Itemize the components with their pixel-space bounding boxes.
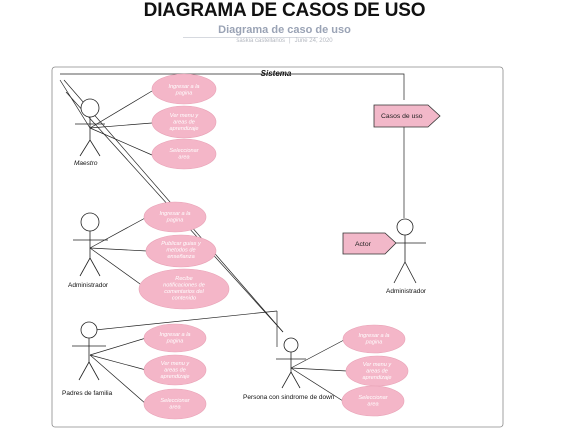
page-title: DIAGRAMA DE CASOS DE USO	[143, 0, 426, 21]
post-meta: saskia castellanos|June 24, 2020	[236, 38, 333, 44]
post-subtitle[interactable]: Diagrama de caso de uso	[218, 24, 351, 36]
legend-tag-actor-label: Actor	[355, 241, 372, 248]
actor-maestro[interactable]: Maestro	[74, 98, 105, 167]
legend-actor-label: Administrador	[386, 288, 427, 295]
actor-label-administrador: Administrador	[68, 282, 109, 289]
post-author[interactable]: saskia castellanos	[236, 38, 286, 44]
actor-label-padres: Padres de familia	[62, 390, 113, 397]
post-date: June 24, 2020	[294, 38, 333, 44]
actor-administrador[interactable]: Administrador	[68, 212, 109, 289]
legend-tag-use-case-label: Casos de uso	[381, 113, 423, 120]
legend-tag-actor[interactable]: Actor	[342, 232, 397, 255]
system-label: Sistema	[261, 69, 292, 78]
legend-tag-use-case[interactable]: Casos de uso	[373, 104, 441, 128]
subtitle-divider	[183, 37, 318, 38]
actor-label-maestro: Maestro	[74, 160, 98, 167]
actor-padres-de-familia[interactable]: Padres de familia	[62, 321, 113, 397]
system-boundary	[51, 66, 504, 428]
actor-persona-sindrome-down[interactable]: Persona con sindrome de down	[243, 337, 335, 401]
legend-actor-administrador[interactable]: Administrador	[385, 218, 427, 295]
actor-label-persona: Persona con sindrome de down	[243, 394, 335, 401]
